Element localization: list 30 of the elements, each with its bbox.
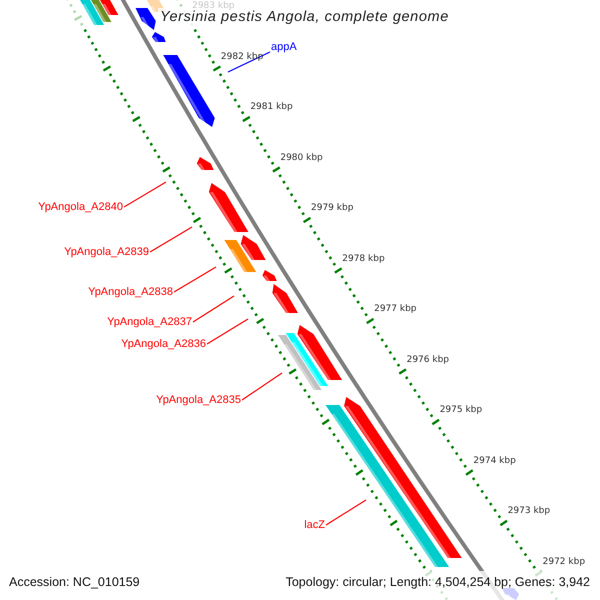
tick-label: 2975 kbp bbox=[440, 405, 482, 415]
gene-label: YpAngola_A2836 bbox=[121, 337, 206, 351]
tick-label: 2972 kbp bbox=[542, 556, 586, 566]
leader-line bbox=[174, 266, 216, 292]
gene-label: lacZ bbox=[304, 518, 325, 532]
tick-label: 2977 kbp bbox=[374, 304, 417, 314]
gene-label: appA bbox=[271, 40, 297, 54]
gene-label: YpAngola_A2840 bbox=[38, 200, 123, 214]
footer-text: Topology: circular; Length: 4,504,254 bp; Genes: 3,942 bbox=[286, 575, 590, 589]
tick-label: 2978 kbp bbox=[342, 254, 385, 264]
leader-line bbox=[228, 52, 270, 72]
gene-label: YpAngola_A2839 bbox=[64, 245, 149, 259]
tick-label: 2982 kbp bbox=[220, 52, 264, 62]
tick-label: 2979 kbp bbox=[311, 203, 354, 213]
leader-line bbox=[242, 372, 282, 400]
tick-label: 2980 kbp bbox=[280, 152, 323, 162]
leader-line bbox=[124, 182, 166, 208]
tick-label: 2973 kbp bbox=[508, 506, 550, 516]
gene-label: YpAngola_A2835 bbox=[156, 393, 241, 407]
leader-line bbox=[192, 296, 234, 322]
leader-line bbox=[206, 318, 248, 344]
gene-label: YpAngola_A2837 bbox=[107, 315, 192, 329]
tick-label: 2974 kbp bbox=[473, 456, 516, 466]
tick-label: 2976 kbp bbox=[406, 354, 449, 364]
leader-line bbox=[150, 226, 192, 252]
title: Yersinia pestis Angola, complete genome bbox=[158, 8, 451, 26]
gene-label: YpAngola_A2838 bbox=[88, 285, 173, 299]
leader-line bbox=[326, 500, 366, 526]
footer-text: Accession: NC_010159 bbox=[9, 575, 140, 589]
tick-label: 2981 kbp bbox=[250, 102, 293, 112]
